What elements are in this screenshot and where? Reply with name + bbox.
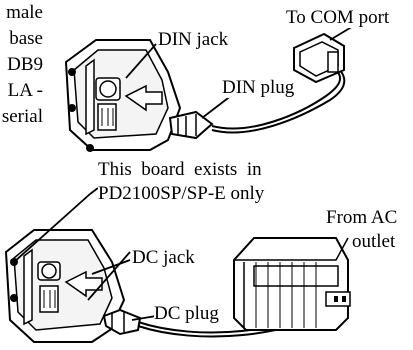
- ac-adapter: [233, 237, 351, 331]
- label-to-com-port: To COM port: [286, 7, 390, 28]
- label-from-ac-1: From AC: [326, 207, 398, 228]
- upper-base-unit: [64, 39, 182, 152]
- label-board-line2: PD2100SP/SP-E only: [98, 183, 265, 204]
- label-din-jack: DIN jack: [158, 29, 229, 50]
- left-text-line: male: [6, 2, 43, 23]
- label-from-ac-2: outlet: [352, 231, 396, 252]
- left-text-line: serial: [1, 106, 43, 127]
- lower-leaders: [13, 187, 157, 321]
- left-column-text: male base DB9 LA - serial: [2, 0, 43, 130]
- label-dc-plug: DC plug: [154, 303, 219, 324]
- left-text-line: DB9: [7, 54, 43, 75]
- db9-connector: [293, 32, 345, 84]
- dc-plug-shape: [102, 308, 142, 336]
- label-din-plug: DIN plug: [222, 77, 295, 98]
- label-board-line1: This board exists in: [98, 160, 382, 180]
- din-plug-shape: [168, 110, 214, 140]
- left-text-line: LA -: [7, 80, 43, 101]
- left-text-line: base: [9, 28, 43, 49]
- label-dc-jack: DC jack: [132, 247, 195, 268]
- din-cable: [211, 69, 346, 134]
- lower-base-unit: [4, 229, 126, 343]
